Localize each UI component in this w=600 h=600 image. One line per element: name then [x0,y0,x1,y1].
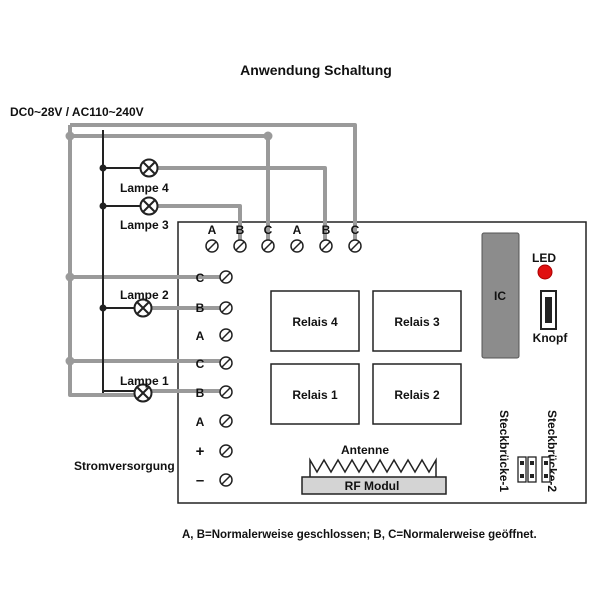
lamp-2-icon [133,298,153,318]
top-terminal-label: C [351,223,360,237]
lamp-2: Lampe 2 [120,288,169,318]
lamp-4-label: Lampe 4 [120,181,169,195]
lamp-3-icon [139,196,159,216]
screw-terminal-icon [205,239,362,253]
top-terminal-label: A [293,223,302,237]
top-terminal-label: A [208,223,217,237]
relay-4: Relais 4 [270,290,360,352]
screw-terminal-icon [219,270,233,487]
footer-note: A, B=Normalerweise geschlossen; B, C=Nor… [182,529,537,541]
relay-3-label: Relais 3 [394,315,440,329]
lamp-4-icon [139,158,159,178]
button-label: Knopf [533,331,569,345]
wire-junctions [65,131,273,366]
black-wiring [102,130,140,393]
left-terminal-label: + [196,443,205,460]
black-junctions [99,164,107,312]
antenna-label: Antenne [341,443,389,457]
relay-2: Relais 2 [372,363,462,425]
relay-2-label: Relais 2 [394,388,440,402]
lamp-1-label: Lampe 1 [120,374,169,388]
top-terminal-label: B [322,223,331,237]
left-terminal-label: B [196,386,205,400]
diagram-title: Anwendung Schaltung [240,62,392,78]
lamp-1-icon [133,383,153,403]
lamp-4: Lampe 4 [120,158,169,195]
left-terminal-label: A [196,415,205,429]
ic-label: IC [494,289,506,303]
rf-module [301,476,447,495]
lamp-3: Lampe 3 [120,196,169,232]
supply-label: DC0~28V / AC110~240V [10,105,144,119]
left-terminal-label: – [196,472,204,489]
left-terminal-label: C [196,357,205,371]
jumper-block [517,456,551,483]
lamp-2-label: Lampe 2 [120,288,169,302]
left-terminal-label: B [196,301,205,315]
jumper-1-label: Steckbrücke-1 [497,410,511,492]
top-terminal-label: B [236,223,245,237]
antenna-coil [309,457,437,478]
left-terminal-label: A [196,329,205,343]
left-terminal-label: C [196,271,205,285]
lamp-3-label: Lampe 3 [120,218,169,232]
relay-4-label: Relais 4 [292,315,338,329]
gray-wiring [68,123,357,397]
led-icon [537,264,553,280]
rf-module-label: RF Modul [345,479,400,493]
relay-3: Relais 3 [372,290,462,352]
knopf-button [540,290,557,330]
top-terminal-block: A B C A B C [205,223,362,253]
relay-1-label: Relais 1 [292,388,338,402]
led-label: LED [532,251,556,265]
top-terminal-label: C [264,223,273,237]
jumper-pins [520,461,548,478]
lamp-1: Lampe 1 [120,374,169,403]
left-terminal-block: C B A C B A + – [196,270,233,489]
power-supply-label: Stromversorgung [74,459,175,473]
relay-1: Relais 1 [270,363,360,425]
ic-chip: IC [481,232,520,359]
